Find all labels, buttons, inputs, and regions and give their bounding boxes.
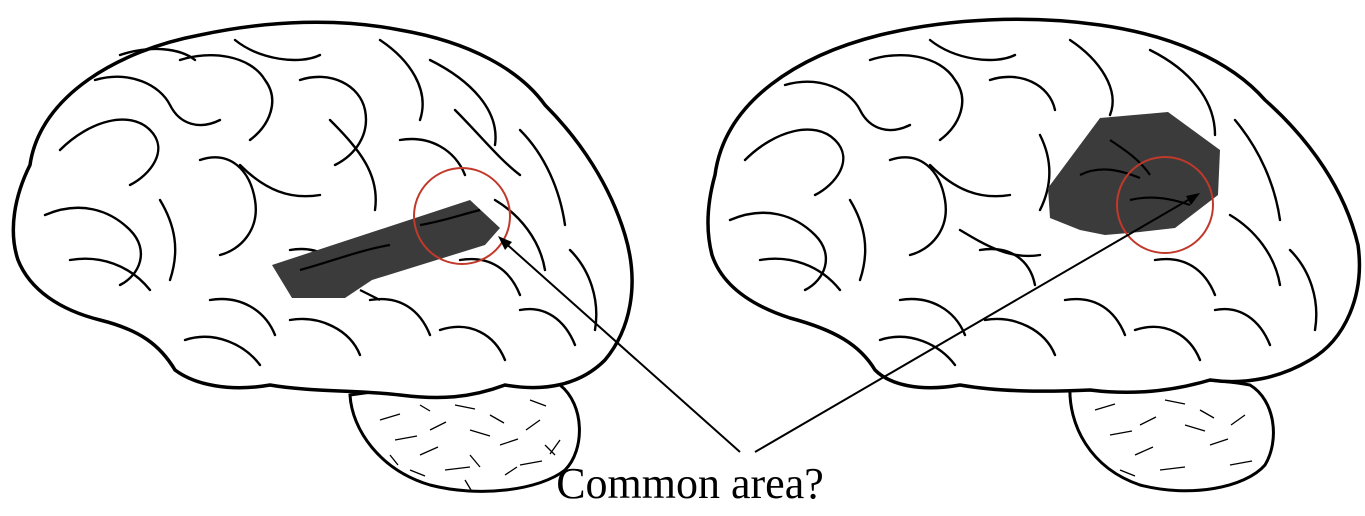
right-brain: [708, 19, 1359, 490]
left-brain: [13, 22, 632, 491]
right-cerebellum: [1070, 379, 1274, 491]
caption-text: Common area?: [540, 458, 840, 509]
right-cerebrum-outline: [708, 19, 1359, 392]
